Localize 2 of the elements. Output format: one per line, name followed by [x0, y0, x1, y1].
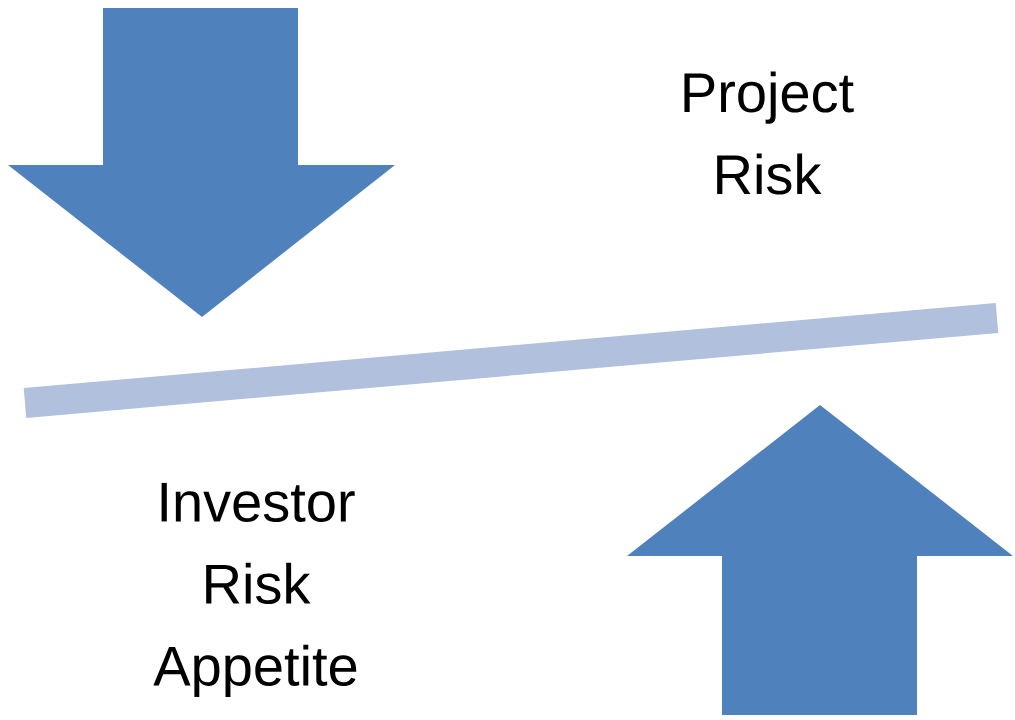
- label: Project Risk: [684, 71, 854, 195]
- label: Investor Risk Appetite: [153, 482, 357, 698]
